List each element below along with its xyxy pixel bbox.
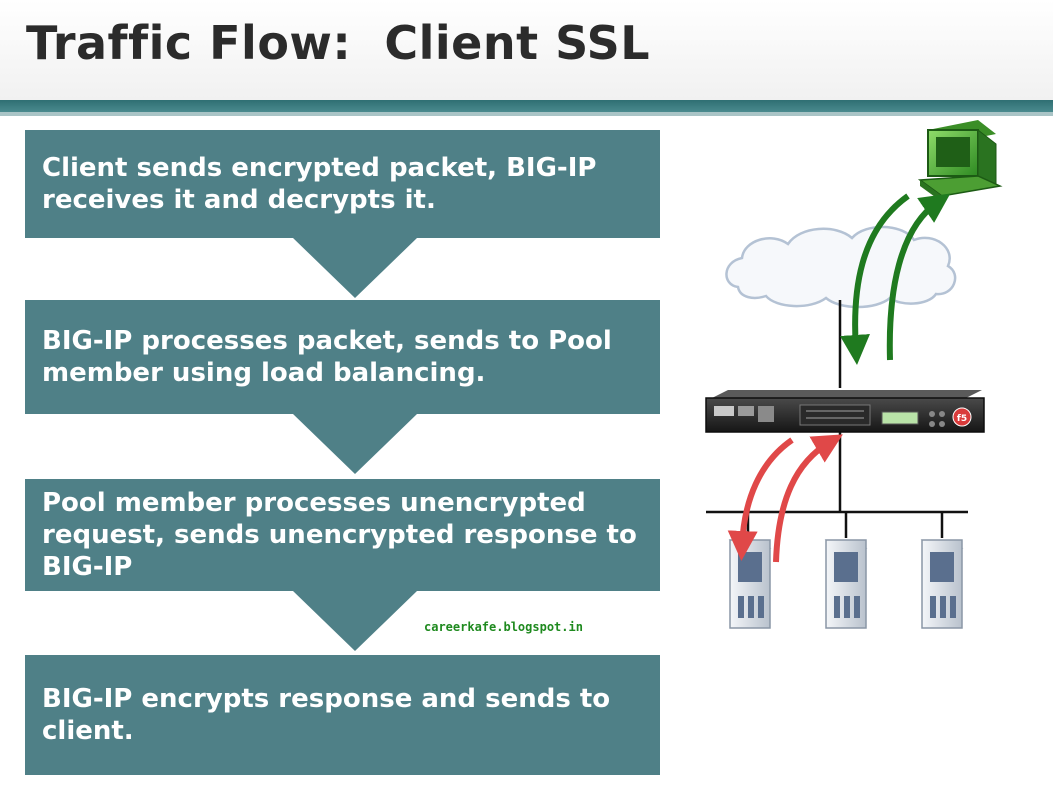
f5-logo: f5 — [957, 414, 967, 424]
unencrypted-response-arrow — [773, 434, 843, 563]
server-icon — [824, 539, 868, 629]
down-arrow-3 — [293, 591, 417, 651]
slide-header: Traffic Flow: Client SSL — [0, 0, 1053, 100]
server-icon — [920, 539, 964, 629]
client-computer-icon — [917, 120, 1003, 202]
down-arrow-1 — [293, 238, 417, 298]
flow-step-3-text: Pool member processes unencrypted reques… — [42, 488, 637, 582]
flow-step-4: BIG-IP encrypts response and sends to cl… — [25, 655, 660, 775]
flow-step-2-text: BIG-IP processes packet, sends to Pool m… — [42, 326, 612, 388]
encrypted-response-arrow — [886, 193, 951, 361]
internet-cloud-icon — [725, 225, 957, 309]
decrypted-request-arrow — [727, 437, 794, 561]
encrypted-request-arrow — [840, 193, 910, 365]
network-diagram: f5 — [705, 120, 1003, 629]
big-ip-appliance-icon: f5 — [705, 390, 985, 433]
header-rule — [0, 100, 1053, 112]
header-rule-accent — [0, 112, 1053, 116]
server-icon — [728, 539, 772, 629]
flow-step-1: Client sends encrypted packet, BIG-IP re… — [25, 130, 660, 238]
flow-step-4-text: BIG-IP encrypts response and sends to cl… — [42, 684, 611, 746]
watermark-text: careerkafe.blogspot.in — [424, 620, 583, 634]
flow-step-2: BIG-IP processes packet, sends to Pool m… — [25, 300, 660, 414]
slide-title: Traffic Flow: Client SSL — [26, 16, 651, 70]
flow-step-3: Pool member processes unencrypted reques… — [25, 479, 660, 591]
down-arrow-2 — [293, 414, 417, 474]
flow-step-1-text: Client sends encrypted packet, BIG-IP re… — [42, 153, 597, 215]
